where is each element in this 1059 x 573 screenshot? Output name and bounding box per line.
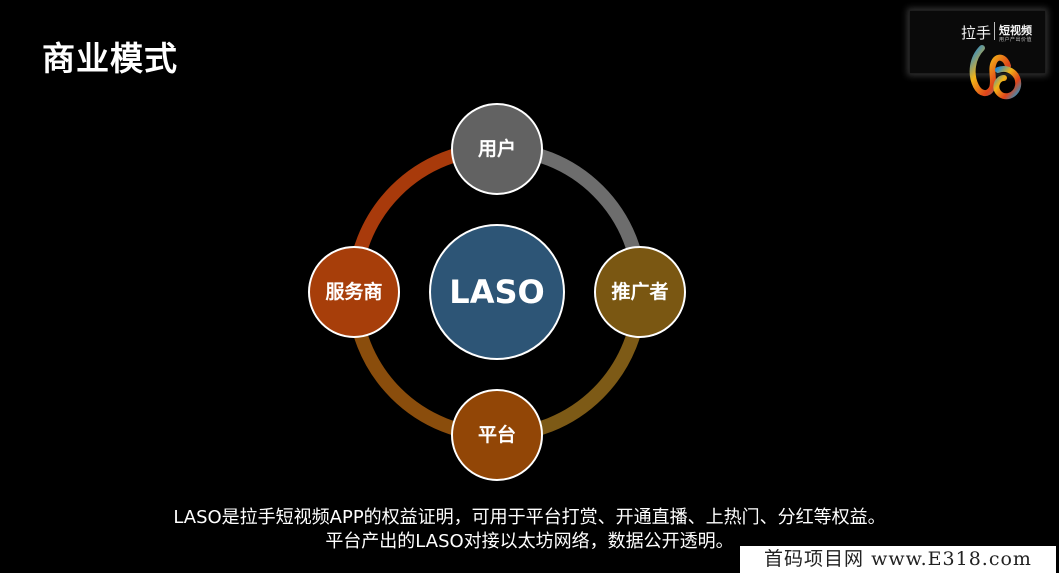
node-user-circle (451, 103, 543, 195)
center-circle (429, 224, 565, 360)
node-service-provider-circle (308, 246, 400, 338)
logo-mark-icon (969, 45, 1022, 100)
node-platform-circle (451, 389, 543, 481)
center-label: LASO (449, 273, 544, 311)
logo-divider (994, 22, 995, 40)
node-promoter-label: 推广者 (611, 280, 668, 303)
caption-line-2: 平台产出的LASO对接以太坊网络，数据公开透明。 (325, 531, 734, 552)
node-platform-label: 平台 (478, 423, 516, 446)
node-user-label: 用户 (478, 137, 516, 160)
logo-brand-text: 拉手 (961, 24, 992, 42)
node-service-provider-label: 服务商 (325, 280, 382, 303)
node-promoter-circle (594, 246, 686, 338)
caption-line-1: LASO是拉手短视频APP的权益证明，可用于平台打赏、开通直播、上热门、分红等权… (173, 507, 886, 528)
watermark: 首码项目网 www.E318.com (740, 546, 1056, 573)
logo-box (909, 10, 1046, 74)
slide-title: 商业模式 (42, 39, 178, 78)
logo-tagline: 用户产出价值 (999, 37, 1033, 43)
logo-product-text: 短视频 (999, 24, 1032, 37)
